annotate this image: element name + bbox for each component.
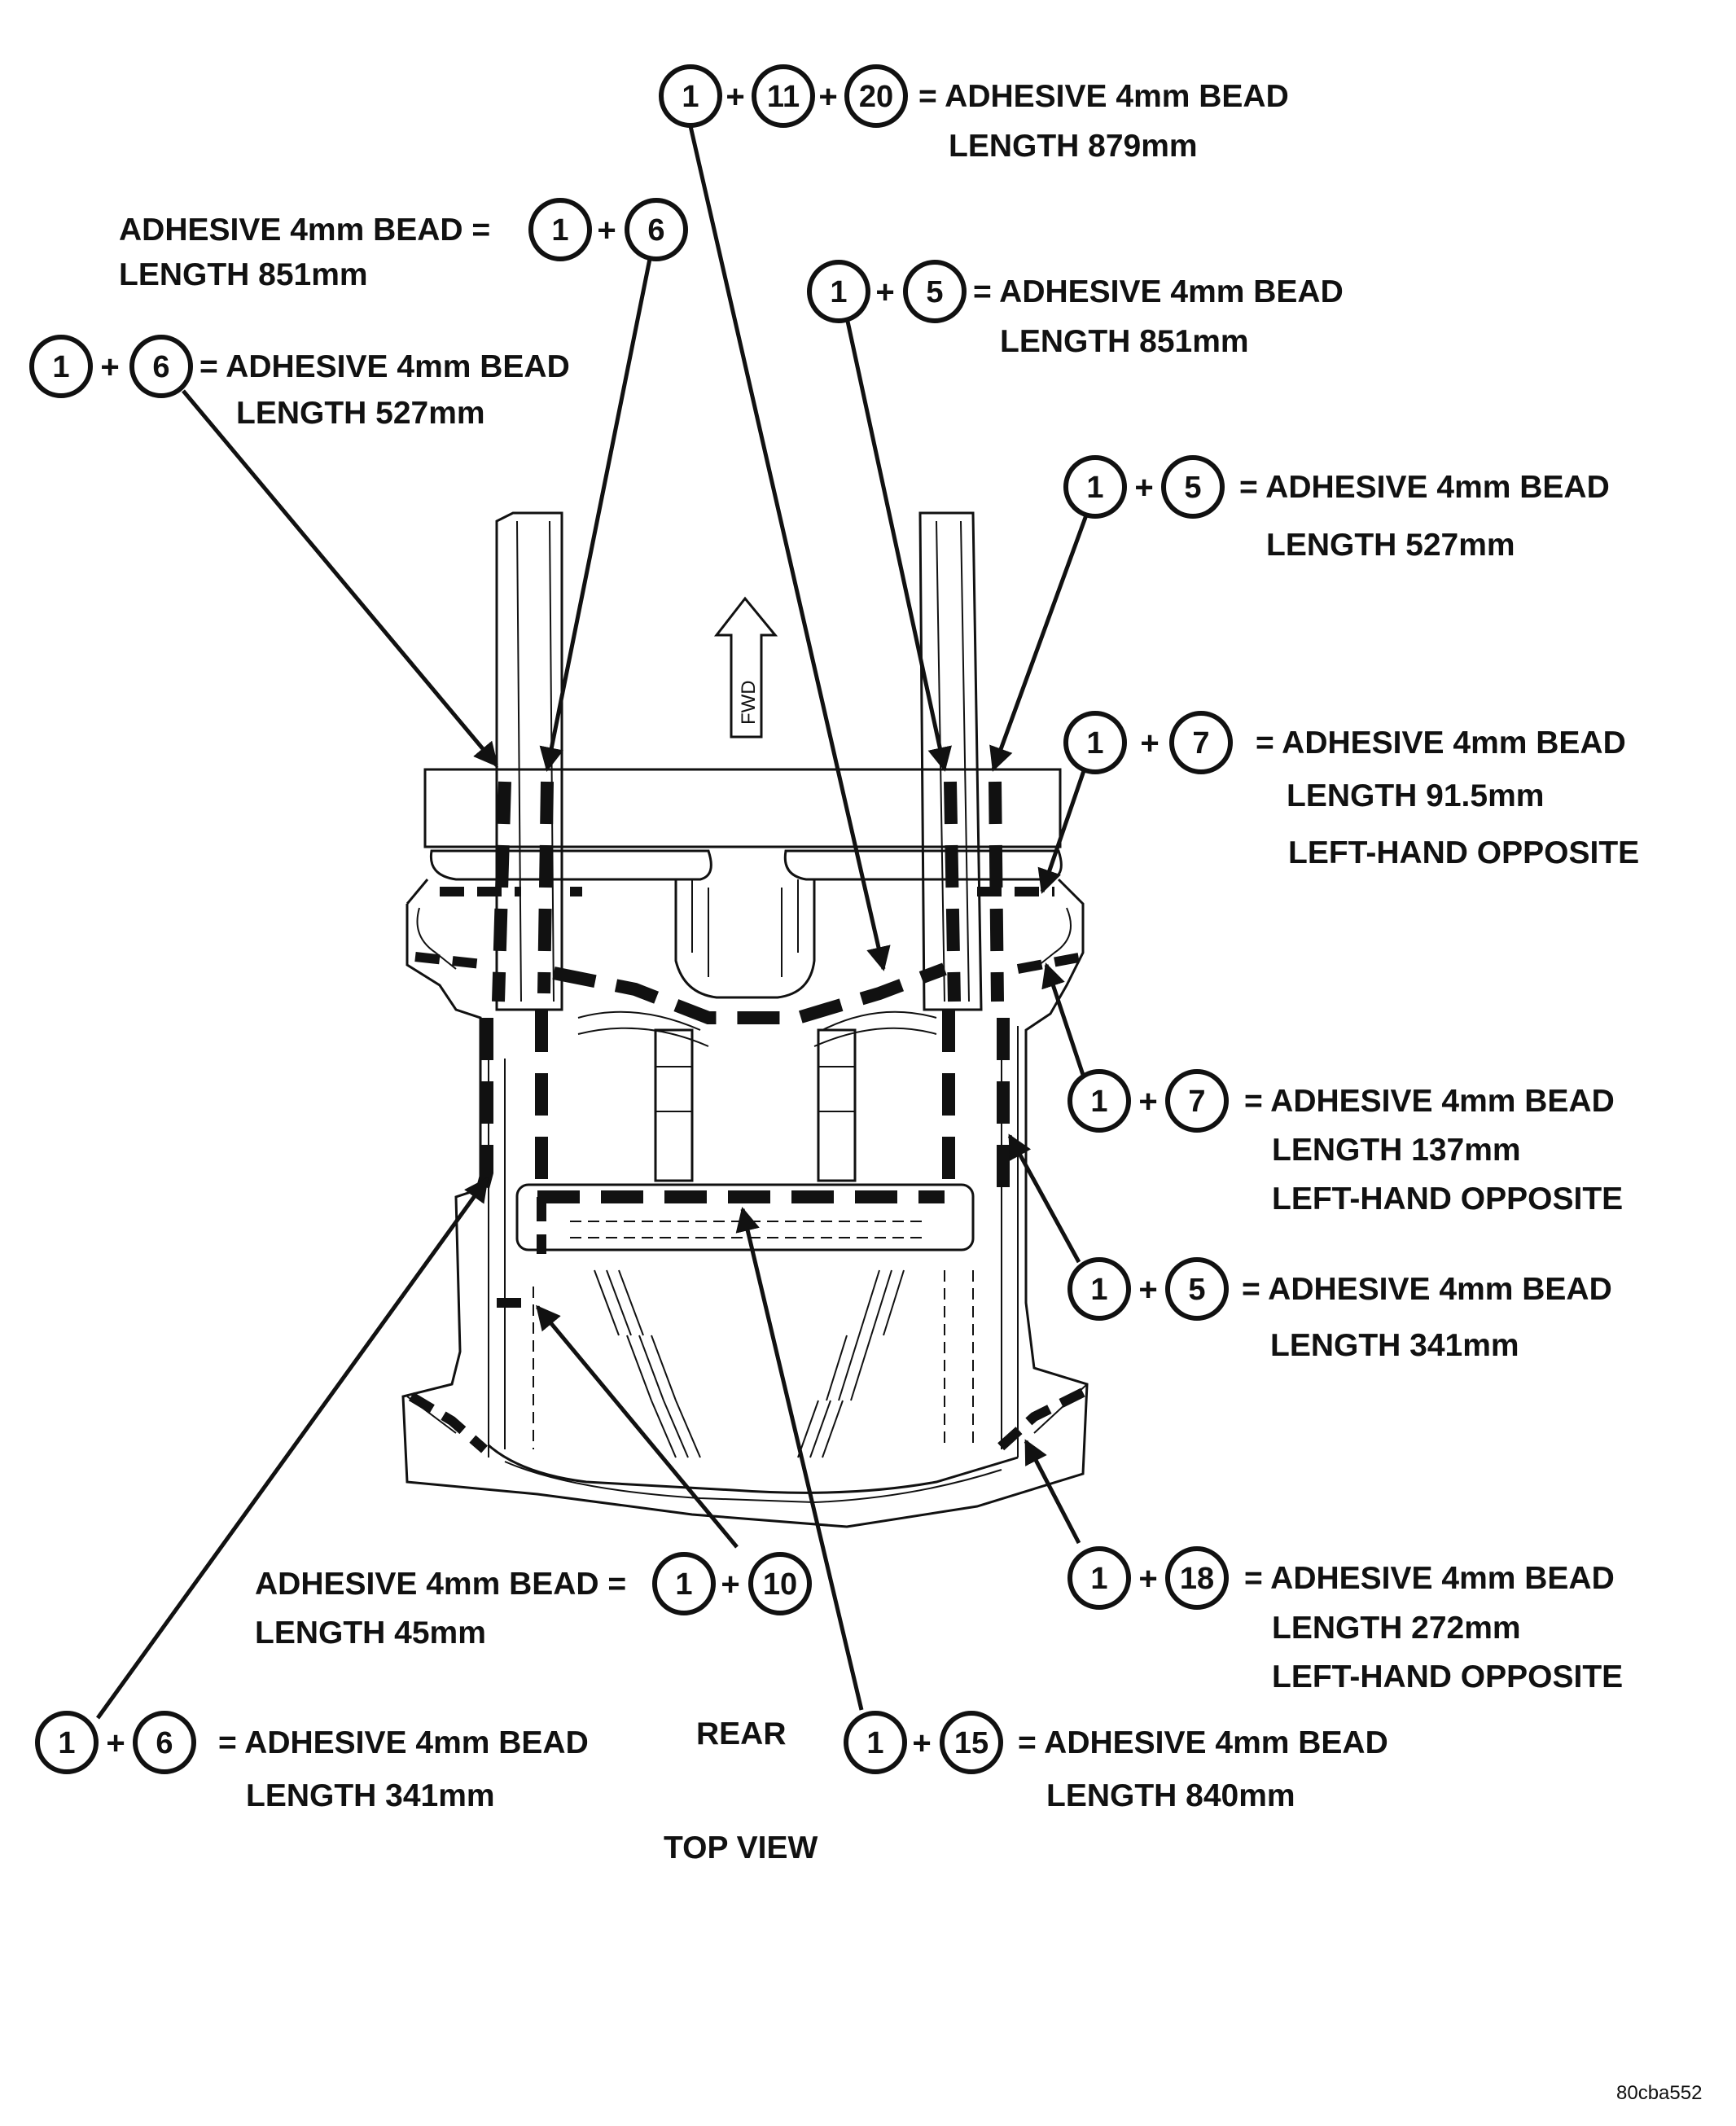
callout-text-line3: LEFT-HAND OPPOSITE (1288, 835, 1639, 870)
callout-part-number: 7 (1188, 1085, 1205, 1119)
callout-text-line1: = ADHESIVE 4mm BEAD (1018, 1725, 1388, 1760)
callout-text-line1: = ADHESIVE 4mm BEAD (1244, 1561, 1615, 1596)
callout-part-number: 1 (866, 1726, 883, 1760)
callout-text-line1: = ADHESIVE 4mm BEAD (1244, 1084, 1615, 1119)
callout-text-line2: LENGTH 851mm (1000, 324, 1249, 359)
plus-sign: + (875, 274, 894, 310)
callout-text-line1: = ADHESIVE 4mm BEAD (1239, 470, 1610, 505)
callout-text-line2: LENGTH 527mm (1266, 528, 1515, 563)
callout-1-5-851: 1 + 5 = ADHESIVE 4mm BEAD LENGTH 851mm (807, 260, 1344, 359)
callout-text-line1: = ADHESIVE 4mm BEAD (973, 274, 1344, 309)
callout-1-5-341: 1 + 5 = ADHESIVE 4mm BEAD LENGTH 341mm (1067, 1257, 1612, 1363)
callout-part-number: 1 (1090, 1562, 1107, 1596)
callout-1-11-20: 1 + 11 + 20 = ADHESIVE 4mm BEAD LENGTH 8… (659, 64, 1289, 164)
callout-text-line2: LENGTH 851mm (119, 257, 368, 292)
callout-part-number: 7 (1192, 726, 1209, 761)
plus-sign: + (1140, 725, 1159, 761)
callout-part-number: 1 (1086, 726, 1103, 761)
callout-part-number: 15 (954, 1726, 989, 1760)
callout-1-5-527: 1 + 5 = ADHESIVE 4mm BEAD LENGTH 527mm (1063, 455, 1610, 563)
callout-text-line1: ADHESIVE 4mm BEAD = (119, 213, 490, 248)
callout-1-6-527: 1 + 6 = ADHESIVE 4mm BEAD LENGTH 527mm (29, 335, 570, 431)
callout-text-line1: = ADHESIVE 4mm BEAD (199, 349, 570, 384)
plus-sign: + (1138, 1272, 1157, 1308)
callout-part-number: 1 (58, 1726, 75, 1760)
callout-text-line1: ADHESIVE 4mm BEAD = (255, 1567, 626, 1602)
callout-1-6-851: ADHESIVE 4mm BEAD = LENGTH 851mm 1 + 6 (119, 198, 688, 292)
callout-part-number: 5 (1188, 1273, 1205, 1307)
callout-text-line2: LENGTH 341mm (1270, 1328, 1519, 1363)
callout-text-line2: LENGTH 341mm (246, 1778, 495, 1813)
plus-sign: + (912, 1725, 931, 1761)
plus-sign: + (1138, 1561, 1157, 1597)
callout-text-line2: LENGTH 840mm (1046, 1778, 1295, 1813)
callout-1-18-272: 1 + 18 = ADHESIVE 4mm BEAD LENGTH 272mm … (1067, 1546, 1623, 1694)
callout-part-number: 1 (1090, 1085, 1107, 1119)
callout-part-number: 1 (551, 213, 568, 248)
adhesive-beads (408, 781, 1085, 1458)
callout-part-number: 1 (52, 350, 69, 384)
leader-lines (95, 125, 1089, 1720)
callout-text-line2: LENGTH 137mm (1272, 1133, 1521, 1168)
callout-text-line1: = ADHESIVE 4mm BEAD (1242, 1272, 1612, 1307)
figure-id: 80cba552 (1616, 2082, 1702, 2104)
callout-part-number: 6 (647, 213, 664, 248)
callout-part-number: 1 (682, 80, 699, 114)
callout-text-line2: LENGTH 91.5mm (1287, 778, 1544, 813)
callout-1-7-91-5: 1 + 7 = ADHESIVE 4mm BEAD LENGTH 91.5mm … (1063, 711, 1639, 870)
callout-part-number: 5 (926, 275, 943, 309)
plus-sign: + (818, 79, 837, 115)
plus-sign: + (1138, 1084, 1157, 1120)
callout-text-line3: LEFT-HAND OPPOSITE (1272, 1659, 1623, 1694)
callout-text-line2: LENGTH 527mm (236, 396, 485, 431)
callout-text-line1: = ADHESIVE 4mm BEAD (1256, 725, 1626, 761)
callout-text-line1: = ADHESIVE 4mm BEAD (918, 79, 1289, 114)
callout-1-10-45: ADHESIVE 4mm BEAD = LENGTH 45mm 1 + 10 (255, 1552, 812, 1650)
callout-text-line3: LEFT-HAND OPPOSITE (1272, 1181, 1623, 1216)
callout-part-number: 10 (763, 1567, 797, 1602)
callout-part-number: 1 (1086, 471, 1103, 505)
forward-arrow-icon: FWD (713, 596, 778, 739)
callout-text-line2: LENGTH 45mm (255, 1615, 486, 1650)
callout-1-6-341: 1 + 6 = ADHESIVE 4mm BEAD LENGTH 341mm (35, 1711, 589, 1813)
plus-sign: + (721, 1567, 739, 1602)
plus-sign: + (597, 213, 616, 248)
callout-1-7-137: 1 + 7 = ADHESIVE 4mm BEAD LENGTH 137mm L… (1067, 1069, 1623, 1216)
callout-part-number: 20 (859, 80, 893, 114)
plus-sign: + (1134, 470, 1153, 506)
callout-text-line1: = ADHESIVE 4mm BEAD (218, 1725, 589, 1760)
callout-part-number: 6 (152, 350, 169, 384)
callout-part-number: 1 (1090, 1273, 1107, 1307)
rear-label: REAR (696, 1716, 787, 1751)
callout-part-number: 1 (830, 275, 847, 309)
callout-part-number: 1 (675, 1567, 692, 1602)
callout-part-number: 5 (1184, 471, 1201, 505)
callout-text-line2: LENGTH 272mm (1272, 1611, 1521, 1646)
plus-sign: + (726, 79, 744, 115)
callout-text-line2: LENGTH 879mm (949, 129, 1198, 164)
forward-label: FWD (738, 680, 760, 725)
callout-part-number: 6 (156, 1726, 173, 1760)
callout-part-number: 18 (1180, 1562, 1214, 1596)
callout-1-15-840: 1 + 15 = ADHESIVE 4mm BEAD LENGTH 840mm (844, 1711, 1388, 1813)
plus-sign: + (100, 349, 119, 385)
view-label: TOP VIEW (664, 1830, 818, 1865)
callout-part-number: 11 (767, 80, 800, 114)
plus-sign: + (106, 1725, 125, 1761)
